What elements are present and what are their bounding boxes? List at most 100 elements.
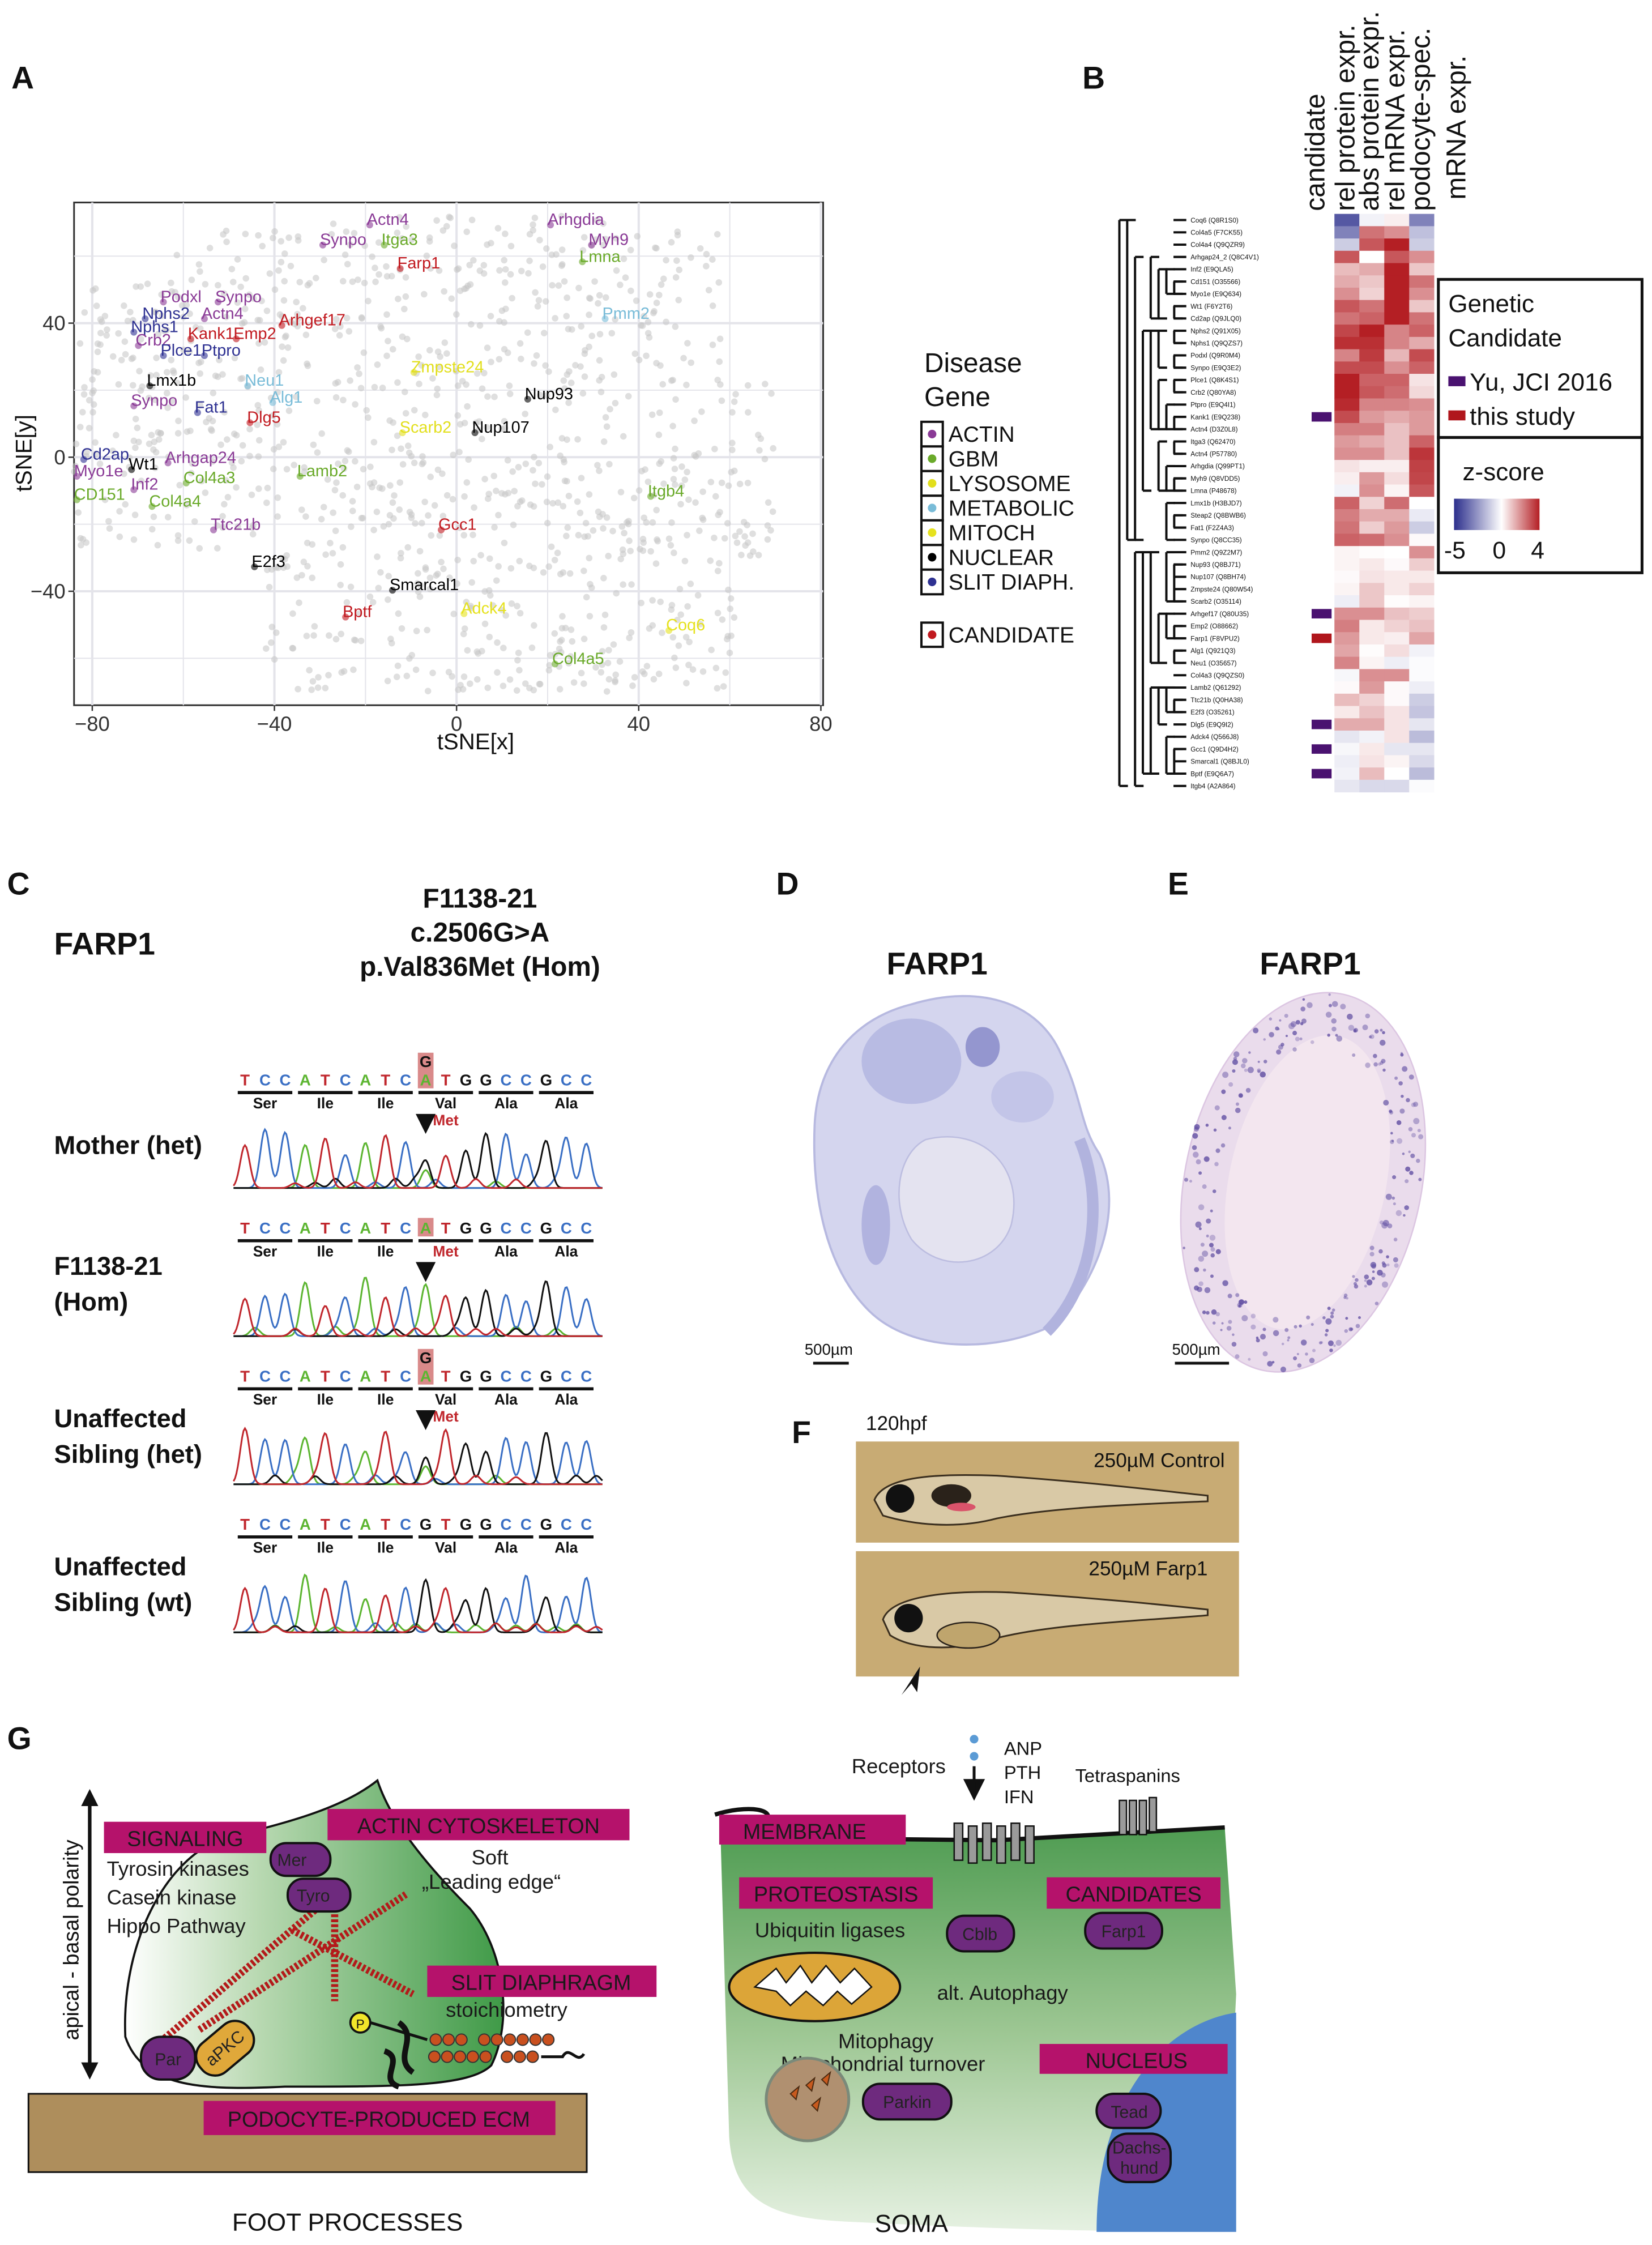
base-call: G [480,1368,492,1385]
expression-dot [1248,1051,1251,1054]
background-protein-point [105,518,112,525]
gene-label: Nphs1 [131,318,178,336]
base-call: A [360,1368,371,1385]
heatmap-cell [1384,742,1410,756]
background-protein-point [524,329,531,336]
heatmap-cell [1359,411,1385,424]
heatmap-cell [1359,693,1385,707]
base-call: G [540,1368,553,1385]
gene-point [389,587,396,594]
background-protein-point [242,275,249,282]
background-protein-point [426,347,433,354]
background-protein-point [180,347,187,353]
image-label: 250µM Farp1 [1088,1558,1207,1580]
background-protein-point [360,466,367,473]
expression-dot [1358,1316,1361,1320]
background-protein-point [668,519,675,526]
background-protein-point [551,630,558,637]
expression-dot [1381,1261,1385,1265]
background-protein-point [587,295,594,302]
background-protein-point [233,484,240,491]
amino-acid: Ser [253,1095,278,1112]
heatmap-cell [1384,349,1410,362]
legend-entry-label: LYSOSOME [949,472,1071,496]
heatmap-cell [1334,435,1360,448]
expression-dot [1355,1278,1359,1282]
heatmap-row-label: Adck4 (Q566J8) [1190,733,1239,741]
background-protein-point [500,645,507,651]
heatmap-cell [1359,447,1385,460]
signaling-item: Casein kinase [107,1886,237,1909]
expression-dot [1210,1209,1213,1213]
background-protein-point [237,283,244,291]
heatmap-cell [1334,546,1360,559]
gene-label: Emp2 [233,325,276,343]
tyro-label: Tyro [297,1887,330,1906]
background-protein-point [667,542,675,549]
heatmap-cell [1384,607,1410,620]
background-protein-point [89,409,96,416]
background-protein-point [769,508,776,515]
background-protein-point [485,495,492,502]
expression-dot [1411,1133,1416,1138]
background-protein-point [724,633,732,640]
gene-label: Farp1 [398,254,441,272]
gene-label: Col4a5 [552,650,604,668]
background-protein-point [542,298,549,305]
background-protein-point [643,663,651,669]
background-protein-point [507,271,514,278]
expression-dot [1408,1074,1414,1080]
background-protein-point [552,651,559,658]
background-protein-point [612,316,618,323]
background-protein-point [468,321,475,328]
background-protein-point [727,605,734,612]
background-protein-point [639,668,646,675]
background-protein-point [635,487,643,494]
background-protein-point [596,331,604,338]
background-protein-point [370,438,378,446]
background-protein-point [595,300,601,307]
background-protein-point [453,368,460,375]
background-protein-point [79,408,86,416]
gene-label: Ttc21b [211,516,261,534]
base-call: C [500,1219,511,1237]
background-protein-point [609,527,616,535]
zscore-tick: 0 [1492,537,1506,564]
tsne-y-axis-label: tSNE[y] [11,415,36,492]
background-protein-point [477,552,484,559]
expression-dot [1413,1117,1420,1125]
heatmap-cell [1409,336,1435,350]
proteostasis-label: PROTEOSTASIS [754,1883,919,1906]
background-protein-point [275,443,283,450]
background-protein-point [547,443,553,451]
background-protein-point [347,377,353,384]
heatmap-row-label: Nphs1 (Q9QZS7) [1190,339,1243,347]
background-protein-point [170,369,177,377]
background-protein-point [561,477,569,484]
base-call: T [441,1072,451,1089]
expression-dot [1309,1358,1315,1363]
background-protein-point [354,364,361,371]
background-protein-point [248,491,255,498]
background-protein-point [408,511,415,518]
heatmap-row-label: Myo1e (E9Q634) [1190,290,1241,298]
background-protein-point [581,373,588,380]
expression-dot [1212,1321,1216,1325]
background-protein-point [494,669,501,676]
background-protein-point [606,460,613,468]
background-protein-point [558,261,566,268]
expression-dot [1214,1162,1219,1167]
background-protein-point [371,383,378,391]
ubiquitin-label: Ubiquitin ligases [755,1918,905,1941]
gene-label: Adck4 [461,600,506,618]
background-protein-point [670,455,677,462]
background-protein-point [644,330,652,337]
gene-label: Col4a3 [183,469,236,487]
expression-dot [1195,1221,1202,1228]
cdna-change: c.2506G>A [411,918,550,948]
background-protein-point [705,287,712,294]
background-protein-point [331,326,339,332]
background-protein-point [549,500,556,507]
background-protein-point [685,661,692,668]
